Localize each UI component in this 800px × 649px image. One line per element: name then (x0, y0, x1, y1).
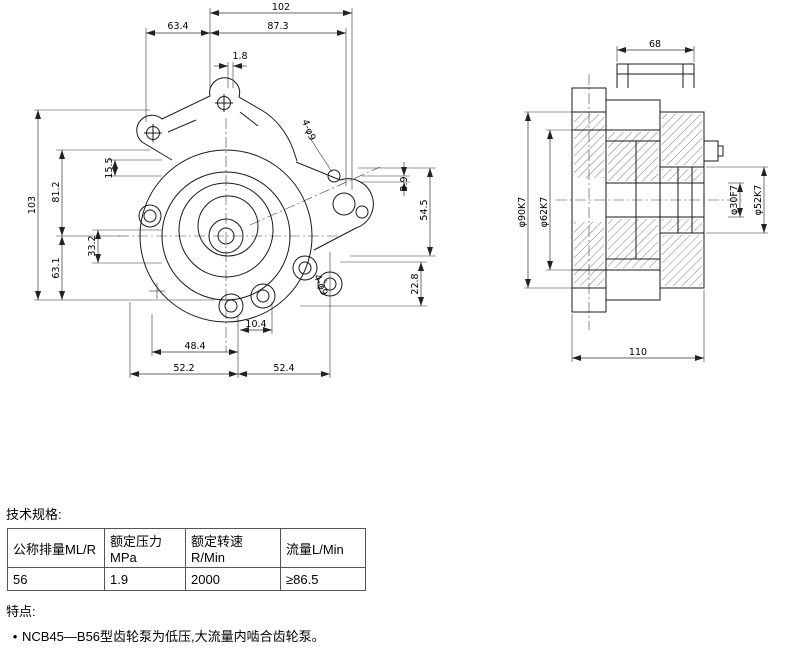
dim-label-63-1: 63.1 (51, 257, 62, 278)
dim-label-63-4: 63.4 (167, 21, 188, 32)
specs-value-row: 56 1.9 2000 ≥86.5 (7, 567, 366, 591)
dim-label-68: 68 (649, 39, 661, 50)
spec-value-displacement: 56 (7, 567, 105, 591)
extension-lines-front (34, 8, 436, 378)
dim-label-22-8: 22.8 (410, 273, 421, 294)
dim-label-81-2: 81.2 (51, 181, 62, 202)
dimension-labels-side: 68 110 φ90K7 φ62K7 φ30F7 φ52K7 (517, 39, 764, 358)
spec-header-flow: 流量L/Min (280, 528, 366, 568)
pump-body-outline (136, 77, 374, 323)
dim-label-phi62K7: φ62K7 (539, 197, 550, 228)
specs-title: 技术规格: (6, 507, 62, 522)
dim-label-phi30F7: φ30F7 (729, 185, 740, 215)
dim-label-54-5: 54.5 (419, 199, 430, 220)
dim-label-52-2: 52.2 (173, 363, 194, 374)
dim-label-52-4: 52.4 (273, 363, 294, 374)
spec-value-pressure: 1.9 (104, 567, 186, 591)
info-section: 技术规格: 公称排量ML/R 额定压力MPa 额定转速R/Min 流量L/Min… (0, 498, 800, 649)
dim-label-102: 102 (272, 2, 290, 13)
bullet-icon: • (12, 629, 18, 644)
hole-label-lower: 4-φ9 (311, 273, 329, 297)
spec-value-flow: ≥86.5 (280, 567, 366, 591)
dim-label-10-4: 10.4 (245, 319, 266, 330)
spec-header-speed: 额定转速R/Min (185, 528, 281, 568)
specs-table: 公称排量ML/R 额定压力MPa 额定转速R/Min 流量L/Min 56 1.… (7, 528, 366, 591)
section-hatching (574, 114, 702, 286)
dim-label-phi52K7: φ52K7 (753, 185, 764, 216)
spec-header-displacement: 公称排量ML/R (7, 528, 105, 568)
features-title: 特点: (6, 604, 36, 619)
dimension-lines-front (35, 10, 433, 377)
feature-item: NCB45—B56型齿轮泵为低压,大流量内啮合齿轮泵。 (22, 629, 325, 644)
side-center-lines (556, 74, 742, 330)
side-view: 68 110 φ90K7 φ62K7 φ30F7 φ52K7 (517, 39, 768, 362)
dim-label-3-9: 3.9 (399, 176, 410, 191)
dim-label-87-3: 87.3 (267, 21, 288, 32)
center-mark (149, 283, 165, 299)
technical-drawing: 102 63.4 87.3 1.8 103 81.2 63.1 15.5 33.… (27, 2, 768, 378)
dim-label-1-8: 1.8 (232, 51, 247, 62)
feature-line: • NCB45—B56型齿轮泵为低压,大流量内啮合齿轮泵。 (8, 626, 794, 645)
spec-header-pressure: 额定压力MPa (104, 528, 186, 568)
front-view: 102 63.4 87.3 1.8 103 81.2 63.1 15.5 33.… (27, 2, 436, 378)
pump-center-lines (118, 118, 381, 352)
dim-label-103: 103 (27, 196, 38, 214)
dim-label-48-4: 48.4 (184, 341, 205, 352)
specs-header-row: 公称排量ML/R 额定压力MPa 额定转速R/Min 流量L/Min (7, 528, 366, 568)
dim-label-15-5: 15.5 (104, 157, 115, 178)
dimension-lines-side (525, 47, 767, 361)
hole-label-upper: 4-φ9 (299, 118, 317, 142)
dim-label-110: 110 (629, 347, 647, 358)
dim-label-phi90K7: φ90K7 (517, 197, 528, 228)
dim-label-33-2: 33.2 (87, 235, 98, 256)
spec-value-speed: 2000 (185, 567, 281, 591)
pump-section-outline (571, 63, 724, 313)
